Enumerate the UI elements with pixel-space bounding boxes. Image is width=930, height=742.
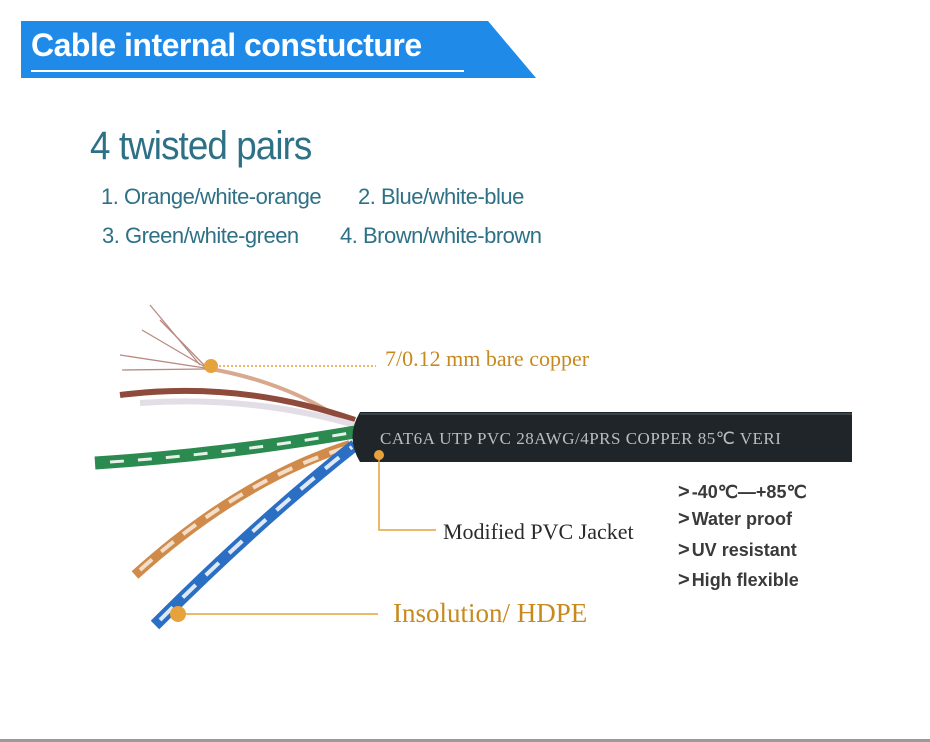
callout-jacket: Modified PVC Jacket	[443, 519, 634, 544]
pair-item-3: 3. Green/white-green	[102, 223, 299, 248]
banner-title: Cable internal constucture	[31, 27, 422, 63]
feature-item: >-40℃—+85℃	[678, 481, 807, 503]
jacket-print: CAT6A UTP PVC 28AWG/4PRS COPPER 85℃ VERI	[380, 429, 781, 448]
page-heading: 4 twisted pairs	[90, 124, 312, 168]
white-blue-stripe	[158, 445, 354, 622]
arrow-icon: >	[678, 569, 690, 591]
arrow-icon: >	[678, 481, 690, 503]
feature-item: >High flexible	[678, 569, 799, 591]
feature-item: >UV resistant	[678, 539, 797, 561]
arrow-icon: >	[678, 508, 690, 530]
feature-item: >Water proof	[678, 508, 793, 530]
pair-item-4: 4. Brown/white-brown	[340, 223, 542, 248]
white-green-stripe	[109, 431, 351, 464]
banner-underline	[31, 70, 464, 72]
callout-insulation: Insolution/ HDPE	[393, 598, 588, 628]
white-orange-stripe	[138, 445, 349, 572]
orange-wire	[131, 440, 352, 579]
bottom-divider	[0, 739, 930, 742]
title-banner	[21, 21, 536, 78]
pair-item-1: 1. Orange/white-orange	[101, 184, 322, 209]
callout-conductor: 7/0.12 mm bare copper	[385, 346, 590, 371]
brown-wire	[119, 387, 356, 423]
arrow-icon: >	[678, 539, 690, 561]
white-brown-wire	[139, 398, 356, 428]
cable-jacket	[352, 412, 852, 462]
pair-item-2: 2. Blue/white-blue	[358, 184, 524, 209]
copper-strands	[119, 304, 206, 371]
